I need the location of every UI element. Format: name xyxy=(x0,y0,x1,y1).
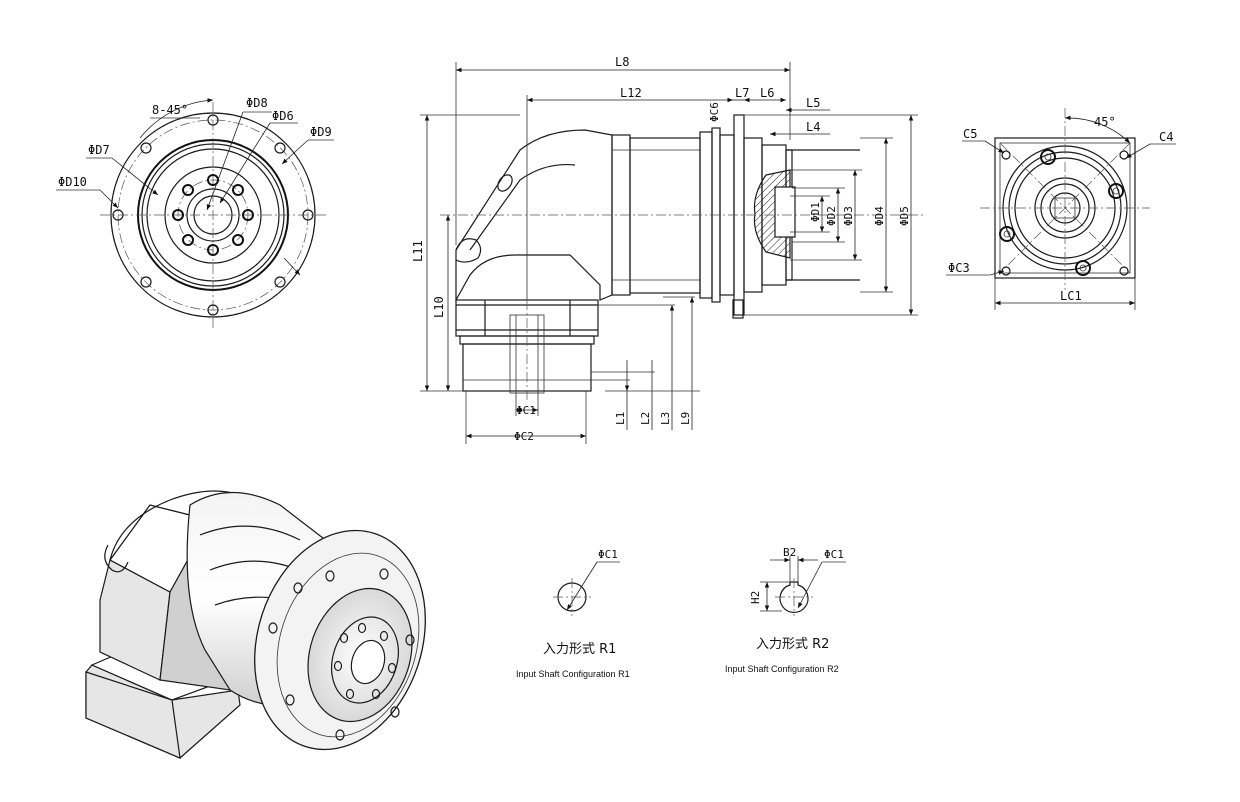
label-phi-d6: ΦD6 xyxy=(272,109,294,123)
label-phi-d7: ΦD7 xyxy=(88,143,110,157)
dim-l3: L3 xyxy=(659,412,672,425)
isometric-render xyxy=(85,490,426,759)
dim-l1: L1 xyxy=(614,412,627,425)
dim-l6: L6 xyxy=(760,86,774,100)
dim-d5: ΦD5 xyxy=(898,206,911,226)
dim-45deg: 45° xyxy=(1094,115,1116,129)
input-view: 45° C5 C4 ΦC3 LC1 xyxy=(946,108,1176,310)
dim-l10: L10 xyxy=(432,296,446,318)
label-phi-d9: ΦD9 xyxy=(310,125,332,139)
side-view: L8 L12 L7 L6 L5 L4 ΦC6 L11 L10 ΦD1 ΦD2 Φ… xyxy=(411,55,925,444)
dim-c1: ΦC1 xyxy=(516,404,536,417)
label-phi-d10: ΦD10 xyxy=(58,175,87,189)
dim-lc1: LC1 xyxy=(1060,289,1082,303)
dim-c3: ΦC3 xyxy=(948,261,970,275)
dim-d3: ΦD3 xyxy=(842,206,855,226)
r2-title-cn: 入力形式 R2 xyxy=(756,637,829,652)
dim-c5: C5 xyxy=(963,127,977,141)
dim-l9: L9 xyxy=(679,412,692,425)
dim-l11: L11 xyxy=(411,240,425,262)
dim-l5: L5 xyxy=(806,96,820,110)
r1-title-cn: 入力形式 R1 xyxy=(543,642,616,657)
shaft-config-r2: B2 ΦC1 H2 入力形式 R2 Input Shaft Configurat… xyxy=(725,546,846,674)
front-view: 8-45° ΦD8 ΦD6 ΦD9 ΦD7 ΦD10 xyxy=(56,96,334,328)
dim-d1: ΦD1 xyxy=(809,202,822,222)
r1-title-en: Input Shaft Configuration R1 xyxy=(516,669,630,679)
dim-l4: L4 xyxy=(806,120,820,134)
dim-c6: ΦC6 xyxy=(708,102,721,122)
dim-l8: L8 xyxy=(615,55,629,69)
label-8-45: 8-45° xyxy=(152,103,188,117)
outer-bolt-holes xyxy=(112,114,314,316)
dim-d2: ΦD2 xyxy=(825,206,838,226)
dim-c2: ΦC2 xyxy=(514,430,534,443)
dim-l2: L2 xyxy=(639,412,652,425)
label-phi-d8: ΦD8 xyxy=(246,96,268,110)
dim-c4: C4 xyxy=(1159,130,1173,144)
dim-l12: L12 xyxy=(620,86,642,100)
dim-l7: L7 xyxy=(735,86,749,100)
shaft-config-r1: ΦC1 入力形式 R1 Input Shaft Configuration R1 xyxy=(516,548,630,679)
inner-holes xyxy=(172,174,254,256)
r2-b2: B2 xyxy=(783,546,796,559)
dim-d4: ΦD4 xyxy=(873,206,886,226)
r2-title-en: Input Shaft Configuration R2 xyxy=(725,664,839,674)
r1-c1: ΦC1 xyxy=(598,548,618,561)
r2-h2: H2 xyxy=(749,591,762,604)
r2-c1: ΦC1 xyxy=(824,548,844,561)
